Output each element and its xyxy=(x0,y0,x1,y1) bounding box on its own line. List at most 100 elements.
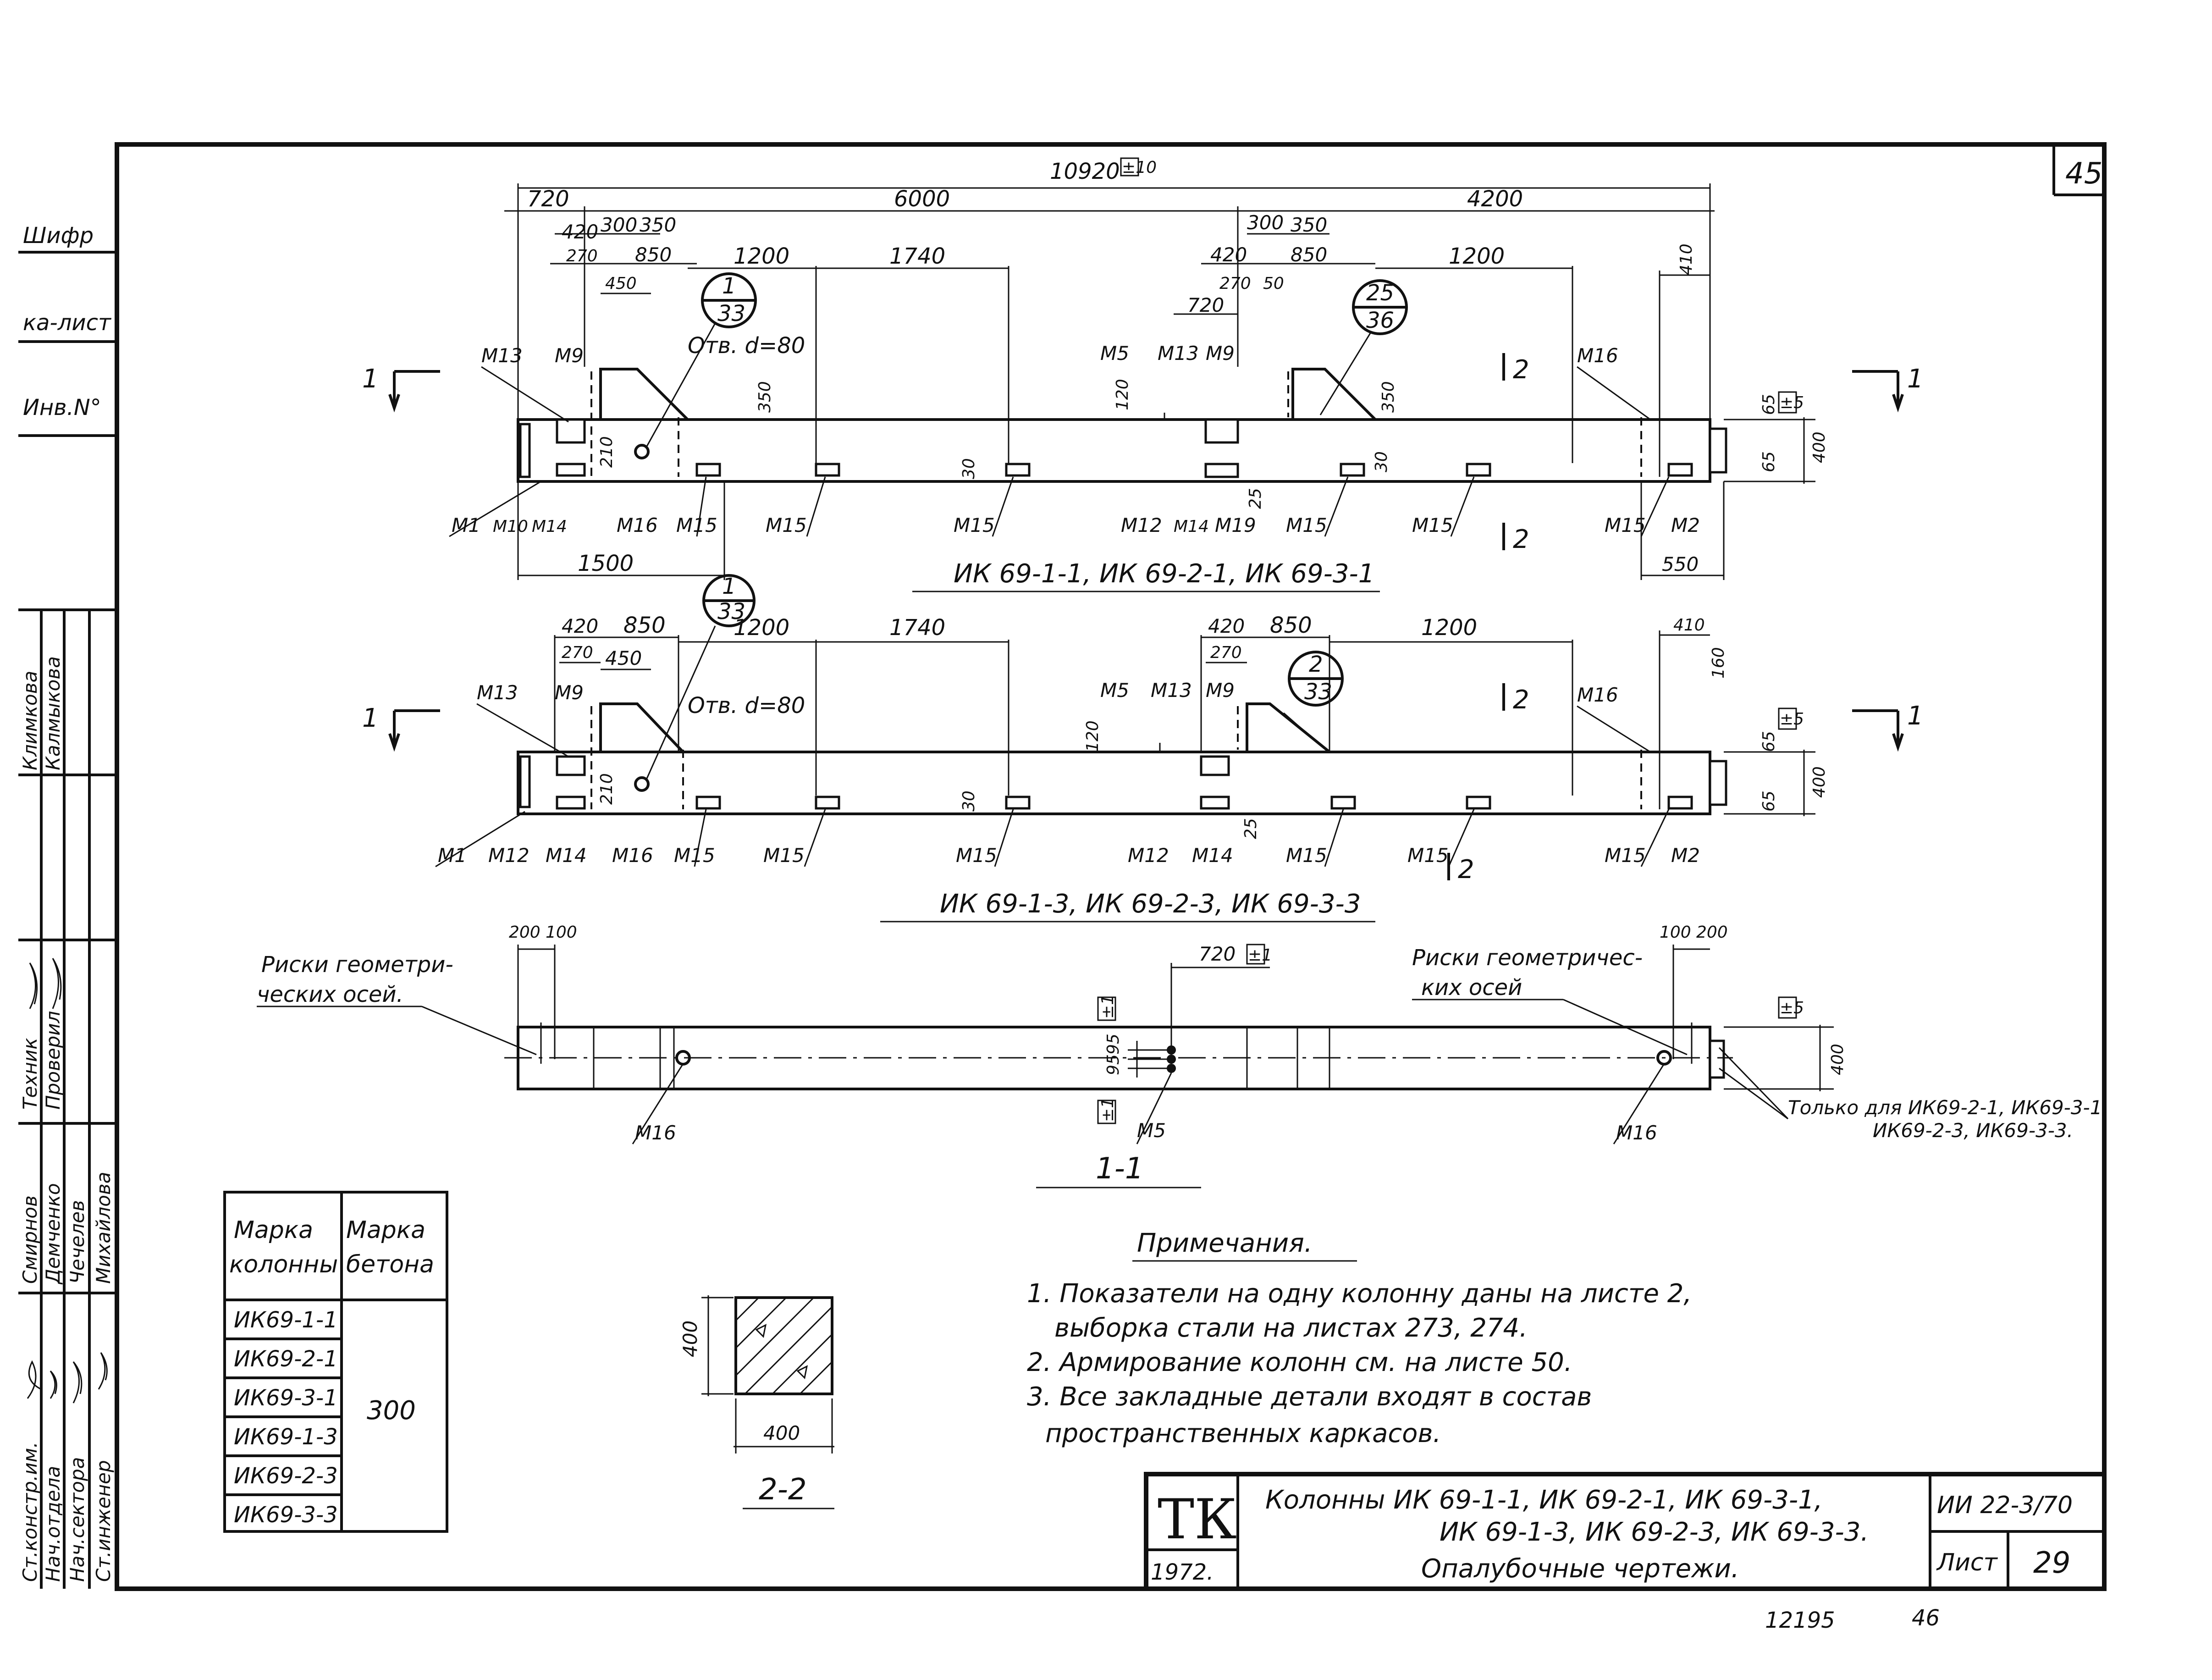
mark2-b-m15-e: М15 xyxy=(1407,844,1449,867)
dim-l-1740: 1740 xyxy=(889,243,945,269)
mark-b-m15-c: М15 xyxy=(954,514,995,536)
title-code: ИИ 22-3/70 xyxy=(1937,1492,2073,1519)
hole-circle-2 xyxy=(634,776,650,792)
dim-m-1200: 1200 xyxy=(1449,243,1505,269)
section-2-2: 400 400 2-2 xyxy=(679,1295,834,1509)
notes-line-3: 2. Армирование колонн см. на листе 50. xyxy=(1027,1348,1572,1377)
dim2-right-160: 160 xyxy=(1709,647,1728,679)
mark2-top-m13-a: М13 xyxy=(477,681,518,704)
mark2-top-m9-b: М9 xyxy=(1206,679,1235,702)
elevation-1: 10920 ±10 720 6000 4200 420 300 350 270 … xyxy=(362,157,1924,592)
dim-overall-tol: ±10 xyxy=(1122,158,1157,177)
dim-v-30-b: 30 xyxy=(1372,451,1391,472)
plan-dim-95-a: 95 xyxy=(1104,1033,1123,1055)
stamp-role-2: Нач.отдела xyxy=(42,1466,64,1582)
title-line-3: Опалубочные чертежи. xyxy=(1421,1554,1739,1584)
dim-v-350-b: 350 xyxy=(1379,381,1398,413)
plan-tol-b: ±1 xyxy=(1098,1098,1117,1122)
dim2-l-420: 420 xyxy=(562,615,598,637)
section2-1-right: 1 xyxy=(1907,701,1924,731)
table-header-1a: Марка xyxy=(234,1216,313,1244)
callout-2-sheet: 36 xyxy=(1366,308,1394,333)
section-square xyxy=(734,1296,833,1395)
stamp-cell-1: Шифр xyxy=(23,223,94,249)
dim-l-420: 420 xyxy=(562,221,598,243)
cut2-2-top: 2 xyxy=(1513,685,1529,715)
notes-line-2: выборка стали на листах 273, 274. xyxy=(1054,1313,1528,1343)
stamp-cell-2: ка-лист xyxy=(23,310,112,336)
notes-line-1: 1. Показатели на одну колонну даны на ли… xyxy=(1027,1279,1692,1309)
dim2-l-1740: 1740 xyxy=(889,615,945,641)
callout-1-sheet: 33 xyxy=(717,301,745,326)
dim-top-1: 720 xyxy=(527,186,569,212)
plan-dim-95-b: 95 xyxy=(1104,1054,1123,1075)
stamp-name-3: Чечелев xyxy=(66,1200,88,1284)
dim2-v-30: 30 xyxy=(960,790,978,812)
left-stamp: Шифр ка-лист Инв.N° Ст.констр.им. Нач.от… xyxy=(18,223,117,1589)
stamp-name-6: Калмыкова xyxy=(42,656,64,770)
notes: Примечания. 1. Показатели на одну колонн… xyxy=(1027,1228,1692,1448)
mark2-b-m14: М14 xyxy=(546,844,587,867)
hole-label-1: Отв. d=80 xyxy=(688,333,805,359)
dim2-v-120: 120 xyxy=(1083,720,1102,752)
hole-label-2: Отв. d=80 xyxy=(688,693,805,718)
stamp-role-6: Проверил xyxy=(42,1011,64,1110)
mark-b-m2: М2 xyxy=(1671,514,1700,536)
dim-l-450: 450 xyxy=(605,274,637,293)
dim-m-350: 350 xyxy=(1291,214,1327,236)
dim-v-30-a: 30 xyxy=(960,458,978,479)
title-year: 1972. xyxy=(1151,1559,1214,1585)
plan-note-right-2: ких осей xyxy=(1421,975,1522,1000)
mark-b-m14: М14 xyxy=(532,517,567,536)
dim-m-50: 50 xyxy=(1263,274,1284,293)
dim2-right-410: 410 xyxy=(1673,616,1705,635)
plan-only-note-2: ИК69-2-3, ИК69-3-3. xyxy=(1873,1119,2073,1142)
title-line-1: Колонны ИК 69-1-1, ИК 69-2-1, ИК 69-3-1, xyxy=(1265,1485,1822,1515)
mark-top-m13-a: М13 xyxy=(481,344,523,367)
mark2-b-m14-b: М14 xyxy=(1192,844,1233,867)
title-sheet-label: Лист xyxy=(1936,1549,1998,1576)
table-header-2a: Марка xyxy=(346,1216,425,1244)
dim-m-300: 300 xyxy=(1247,211,1284,234)
plan-note-right-1: Риски геометричес- xyxy=(1412,945,1643,971)
callout-4-circle xyxy=(1288,651,1344,707)
concrete-table: Марка колонны Марка бетона ИК69-1-1 ИК69… xyxy=(223,1191,448,1533)
mark-b-m19: М19 xyxy=(1215,514,1256,536)
dim-b-550: 550 xyxy=(1662,553,1699,575)
section-arrow-left-2 xyxy=(388,709,440,752)
mark-b-m15-e: М15 xyxy=(1412,514,1453,536)
dim-l-850: 850 xyxy=(635,243,672,266)
mark2-b-m15-f: М15 xyxy=(1605,844,1646,867)
section-caption: 2-2 xyxy=(759,1473,807,1507)
mark-b-m15-f: М15 xyxy=(1605,514,1646,536)
callout-2-circle xyxy=(1352,279,1408,335)
plan-tol-720: ±1 xyxy=(1248,946,1272,965)
mark-top-m5: М5 xyxy=(1100,342,1129,365)
dim-m-850: 850 xyxy=(1291,243,1327,266)
dim2-m-850: 850 xyxy=(1270,613,1312,638)
callout-1-num: 1 xyxy=(722,273,736,299)
dim2-v-210: 210 xyxy=(597,773,616,805)
section-arrow-right-1 xyxy=(1852,370,1904,413)
mark-b-m14-b: М14 xyxy=(1174,517,1209,536)
mark2-b-m15-b: М15 xyxy=(763,844,805,867)
console-mid-2 xyxy=(1246,702,1330,753)
plan-dim-200-l: 200 xyxy=(509,923,541,942)
stamp-cell-3: Инв.N° xyxy=(23,395,101,420)
mark-top-m9-a: М9 xyxy=(555,344,584,367)
plan-tol-a: ±1 xyxy=(1098,995,1117,1019)
dim-l-1200: 1200 xyxy=(734,243,789,269)
callout-3-num: 1 xyxy=(722,574,736,599)
dim-l-300: 300 xyxy=(601,214,637,236)
stamp-role-5: Техник xyxy=(19,1038,41,1110)
mark2-b-m12: М12 xyxy=(488,844,530,867)
section-1-left: 1 xyxy=(362,364,379,394)
plan-dim-100-r: 100 xyxy=(1660,923,1691,942)
plan-dim-400: 400 xyxy=(1828,1044,1847,1075)
mark2-top-m5: М5 xyxy=(1100,679,1129,702)
cut-2-top: 2 xyxy=(1513,355,1529,385)
dim2-m-420: 420 xyxy=(1208,615,1245,637)
dim2-v-400: 400 xyxy=(1810,766,1829,798)
notes-line-5: пространственных каркасов. xyxy=(1045,1419,1441,1448)
